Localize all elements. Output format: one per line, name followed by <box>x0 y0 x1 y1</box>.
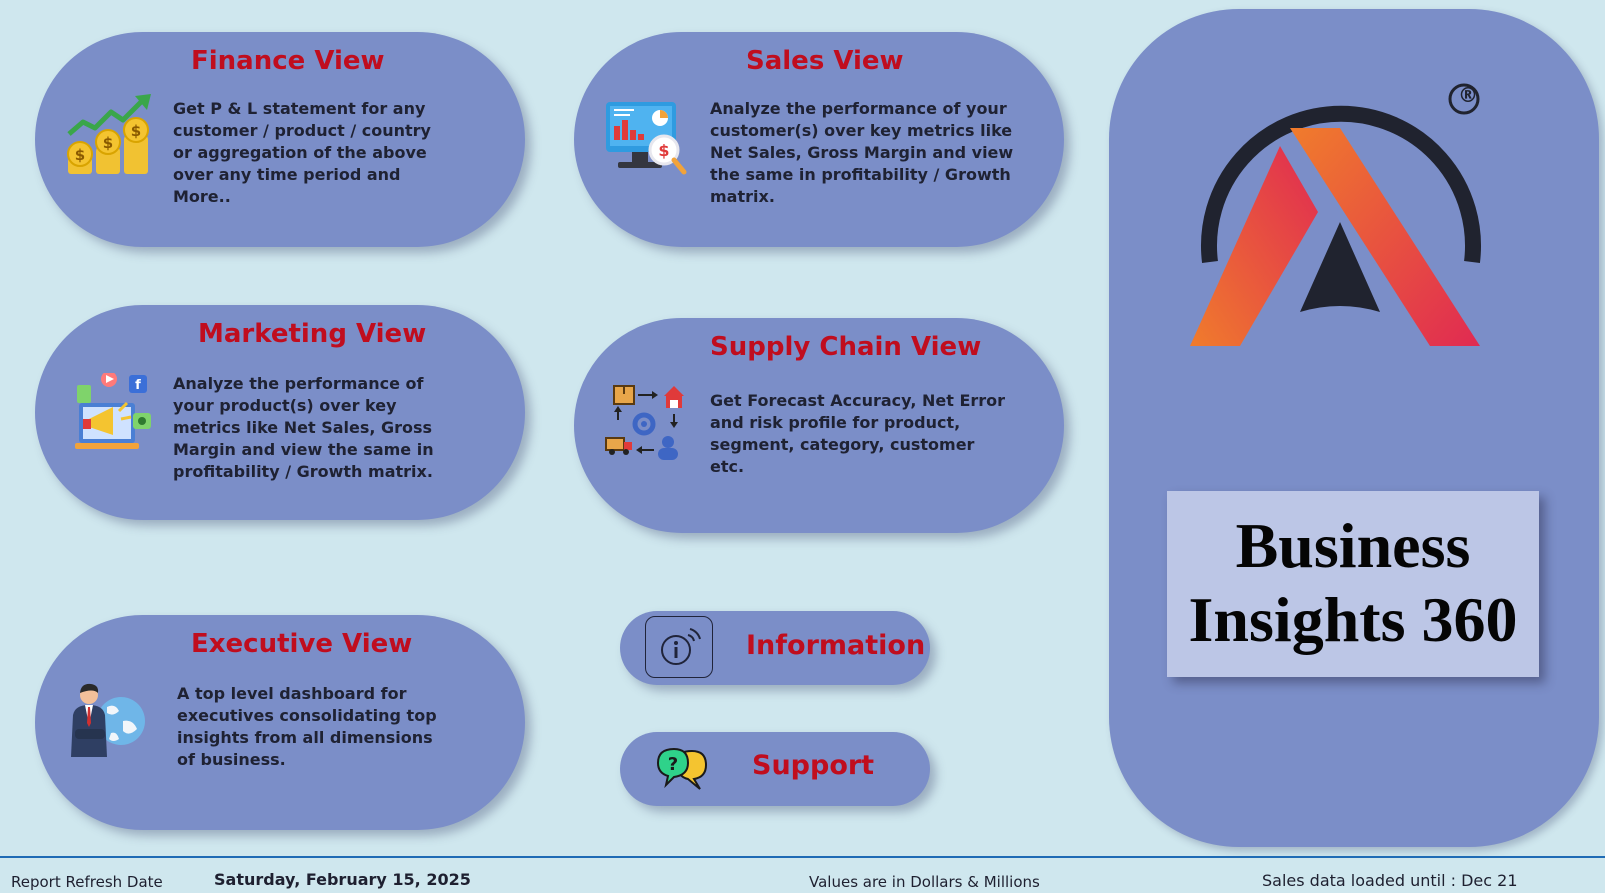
brand-panel <box>1109 9 1599 847</box>
svg-text:?: ? <box>668 754 678 775</box>
brand-title-line1: Business <box>1235 510 1471 581</box>
sales-monitor-icon: $ <box>606 102 687 175</box>
information-button[interactable]: Information <box>620 611 930 685</box>
brand-title-line2: Insights 360 <box>1188 584 1518 655</box>
finance-view-title: Finance View <box>191 46 385 76</box>
coins-growth-icon: $ $ $ <box>67 94 151 174</box>
support-button[interactable]: ? Support <box>620 732 930 806</box>
svg-text:f: f <box>135 378 141 393</box>
sales-view-card[interactable]: Sales View $ Analyze the performance of … <box>574 32 1064 247</box>
sales-data-loaded: Sales data loaded until : Dec 21 <box>1262 871 1518 890</box>
information-label: Information <box>746 630 926 661</box>
megaphone-social-icon: f <box>75 373 151 449</box>
units-note: Values are in Dollars & Millions <box>809 873 1040 891</box>
footer-divider <box>0 856 1605 858</box>
supply-chain-view-description: Get Forecast Accuracy, Net Error and ris… <box>710 391 1006 476</box>
marketing-view-description: Analyze the performance of your product(… <box>173 374 434 481</box>
sales-view-title: Sales View <box>746 46 904 76</box>
svg-text:$: $ <box>658 141 669 160</box>
registered-mark: ® <box>1458 83 1478 107</box>
executive-view-description: A top level dashboard for executives con… <box>177 684 437 769</box>
executive-view-card[interactable]: Executive View A top level dashboard for… <box>35 615 525 830</box>
chat-question-icon: ? <box>656 747 708 790</box>
brand-title-box: Business Insights 360 <box>1167 491 1539 677</box>
support-label: Support <box>752 750 875 781</box>
finance-view-description: Get P & L statement for any customer / p… <box>173 99 431 206</box>
report-refresh-date: Saturday, February 15, 2025 <box>214 870 471 889</box>
svg-text:$: $ <box>75 146 85 164</box>
info-icon <box>645 616 713 678</box>
report-refresh-label: Report Refresh Date <box>11 873 163 891</box>
marketing-view-title: Marketing View <box>198 319 427 349</box>
supply-chain-cycle-icon <box>605 385 684 460</box>
finance-view-card[interactable]: Finance View $ $ $ Get P & L statement f… <box>35 32 525 247</box>
svg-text:$: $ <box>103 134 113 152</box>
atliq-logo <box>1190 83 1481 346</box>
executive-view-title: Executive View <box>191 629 413 659</box>
executive-globe-icon <box>71 683 145 757</box>
marketing-view-card[interactable]: Marketing View f Analyze the performance… <box>35 305 525 520</box>
supply-chain-view-title: Supply Chain View <box>710 332 982 362</box>
sales-view-description: Analyze the performance of your customer… <box>710 99 1014 206</box>
supply-chain-view-card[interactable]: Supply Chain View Get Forecast Accuracy,… <box>574 318 1064 533</box>
svg-text:$: $ <box>131 122 141 140</box>
